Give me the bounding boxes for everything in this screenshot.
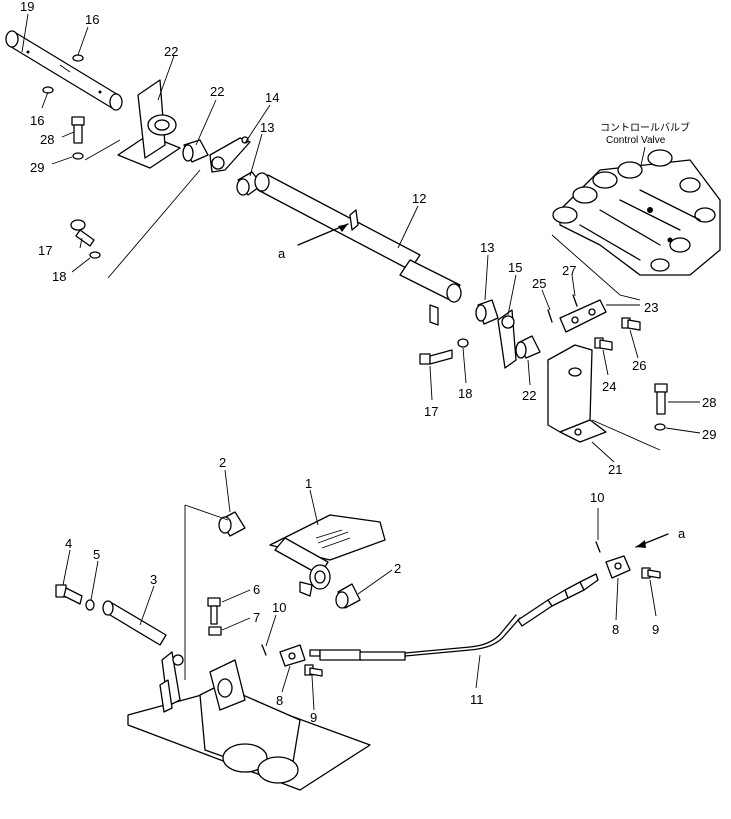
callout-10-right: 10: [590, 490, 604, 505]
callout-19: 19: [20, 0, 34, 14]
nut-7: [208, 626, 222, 636]
cable-11: [309, 573, 599, 661]
joint-23: [559, 299, 607, 333]
bolt-17-right: [419, 349, 453, 365]
bushing-22-right: [515, 335, 541, 359]
bushing-13-right: [475, 299, 499, 325]
control-valve-label-en: Control Valve: [606, 135, 666, 146]
callout-5: 5: [93, 547, 100, 562]
bolt-28-top: [71, 116, 85, 144]
pin-3: [102, 600, 167, 646]
base-plate: [127, 651, 371, 791]
bolt-26: [621, 317, 641, 331]
leader-lines: [21, 13, 701, 711]
callout-7: 7: [253, 610, 260, 625]
callout-1: 1: [305, 476, 312, 491]
callout-9-left: 9: [310, 710, 317, 725]
bolt-17-left: [70, 219, 95, 247]
callout-8-left: 8: [276, 693, 283, 708]
callout-29-right: 29: [702, 427, 716, 442]
lever-15: [497, 309, 517, 369]
lever-14: [209, 136, 251, 173]
callout-16-bottom: 16: [30, 113, 44, 128]
bolt-9-left: [304, 664, 323, 677]
callout-28-right: 28: [702, 395, 716, 410]
shaft-12: [254, 172, 462, 326]
callout-22-right: 22: [522, 388, 536, 403]
callout-27: 27: [562, 263, 576, 278]
callout-4: 4: [65, 536, 72, 551]
callout-18-left: 18: [52, 269, 66, 284]
bolt-9-right: [641, 567, 661, 579]
callout-24: 24: [602, 379, 616, 394]
callout-20: 21: [608, 462, 622, 477]
control-valve-drawing: [552, 149, 721, 276]
bushing-22-top: [182, 139, 209, 163]
callout-25: 25: [532, 276, 546, 291]
callout-9-right: 9: [652, 622, 659, 637]
callout-3: 3: [150, 572, 157, 587]
callout-12: 12: [412, 191, 426, 206]
callout-29-top: 29: [30, 160, 44, 175]
callout-numbers: 19 16 22 16 28 29 22 14 13 12 a 17 18 13…: [20, 0, 716, 725]
control-valve-label-jp: コントロールバルブ: [600, 121, 690, 134]
callout-a-left: a: [278, 246, 286, 261]
callout-11: 11: [470, 692, 484, 707]
callout-16-top: 16: [85, 12, 99, 27]
bolt-28-right: [654, 383, 668, 415]
callout-6: 6: [253, 582, 260, 597]
callout-10-left: 10: [272, 600, 286, 615]
bolt-24: [594, 337, 613, 351]
callout-18-right: 18: [458, 386, 472, 401]
callout-14: 14: [265, 90, 279, 105]
bracket-20: [547, 344, 607, 443]
callout-13-top: 13: [260, 120, 274, 135]
callout-a-right: a: [678, 526, 686, 541]
clevis-8-left: [279, 644, 306, 667]
pedal-1: [269, 514, 386, 597]
bushing-2-right: [335, 583, 361, 609]
callout-28-top: 28: [40, 132, 54, 147]
callout-22-top: 22: [210, 84, 224, 99]
callout-2-left: 2: [219, 455, 226, 470]
bolt-6: [207, 597, 221, 625]
bolt-4: [55, 584, 83, 605]
callout-17-right: 17: [424, 404, 438, 419]
callout-8-right: 8: [612, 622, 619, 637]
callout-15: 15: [508, 260, 522, 275]
callout-17-left: 17: [38, 243, 52, 258]
callout-26: 26: [632, 358, 646, 373]
callout-23: 23: [644, 300, 658, 315]
pipe-19: [5, 30, 123, 111]
callout-13-right: 13: [480, 240, 494, 255]
clevis-8-right: [605, 555, 631, 579]
callout-21: 22: [164, 44, 178, 59]
bushing-2-left: [218, 511, 246, 537]
bracket-21: [117, 79, 181, 169]
callout-2-right: 2: [394, 561, 401, 576]
